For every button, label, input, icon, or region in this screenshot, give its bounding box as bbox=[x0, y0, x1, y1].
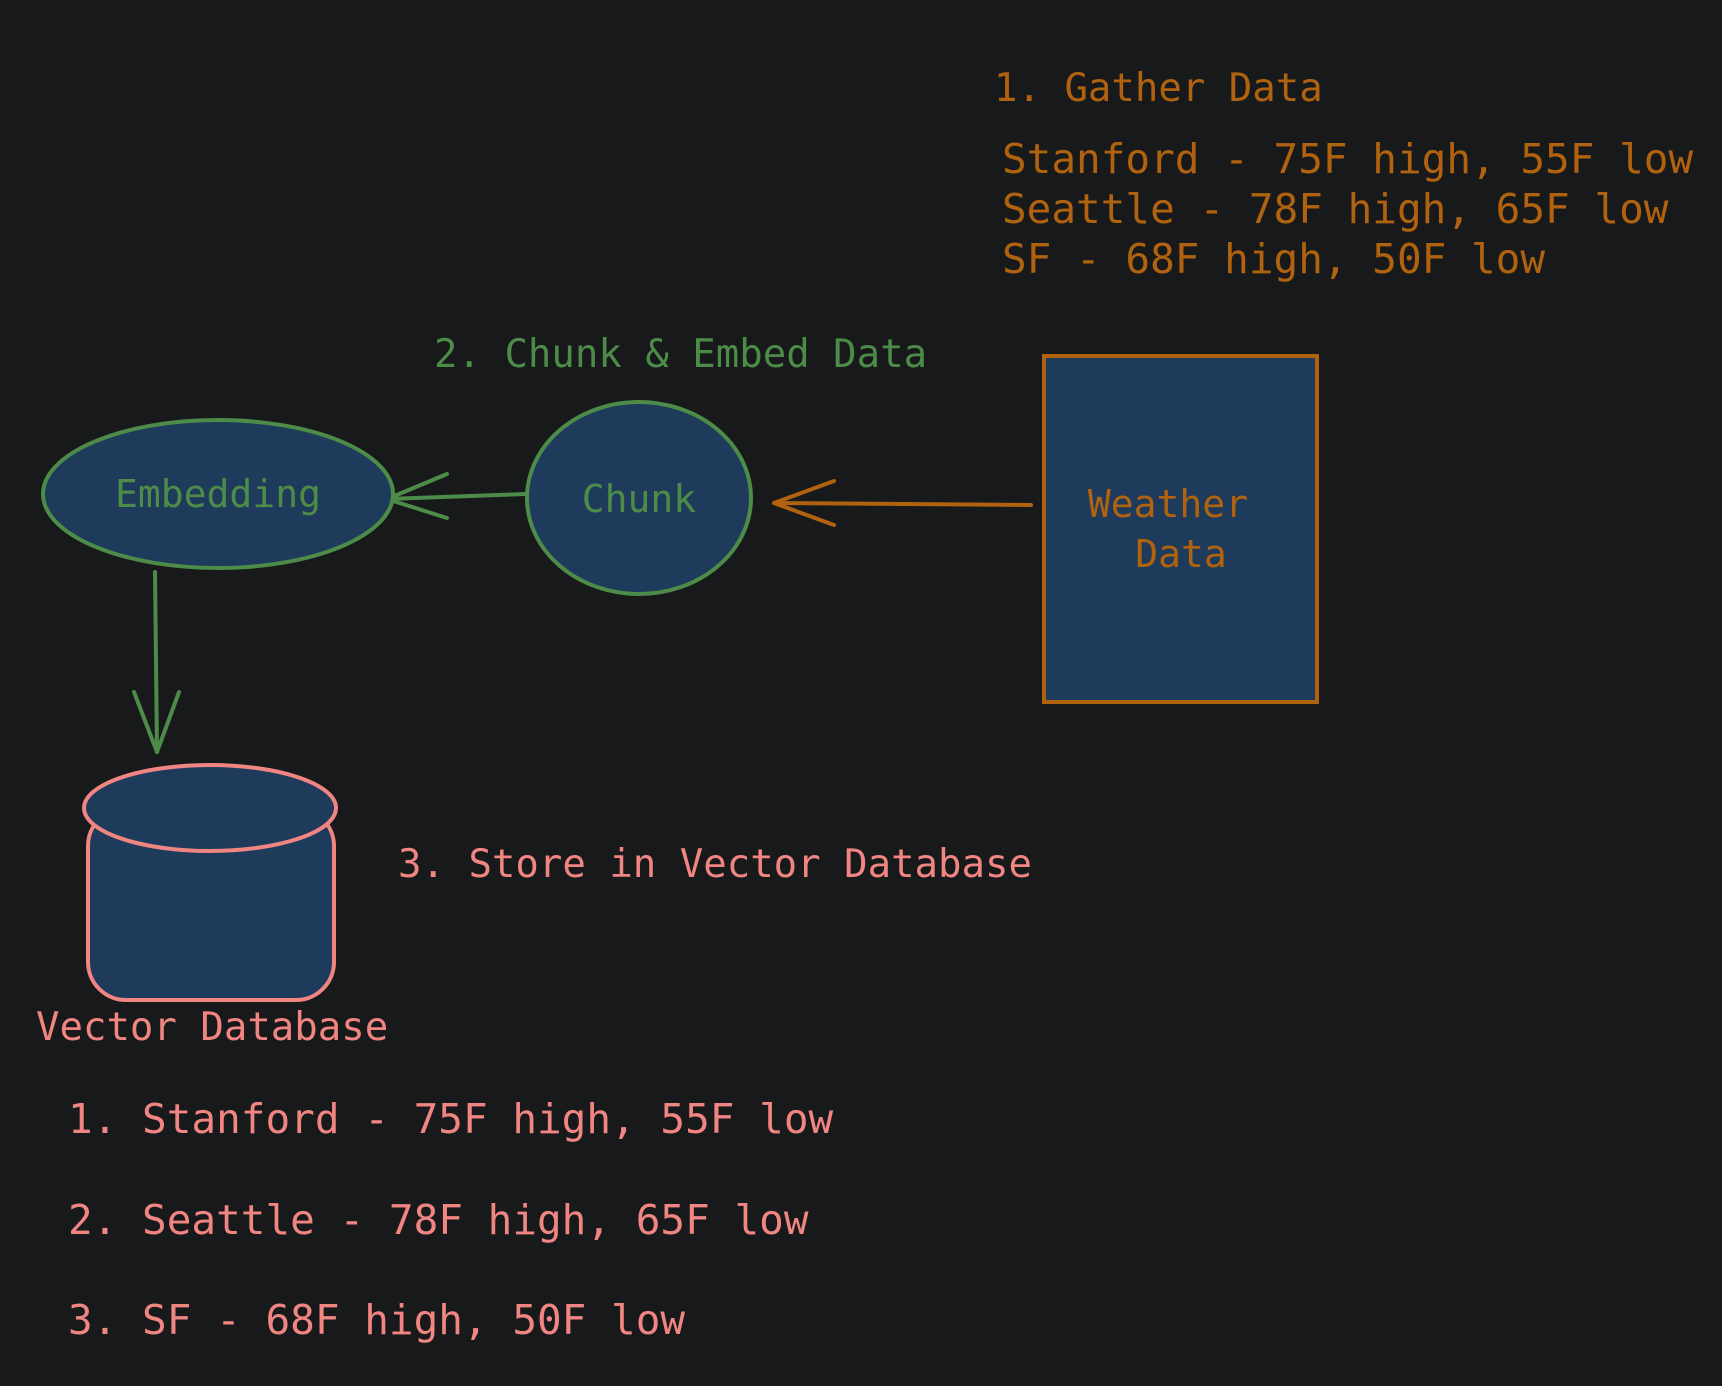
vector-db-entry-2: 2. Seattle - 78F high, 65F low bbox=[68, 1196, 809, 1244]
step1-heading: 1. Gather Data bbox=[994, 66, 1323, 111]
vector-database-top bbox=[82, 763, 338, 853]
weather-data-label-line1: Weather bbox=[1088, 482, 1248, 526]
arrow-weather-to-chunk-head bbox=[772, 479, 836, 527]
chunk-label: Chunk bbox=[582, 477, 697, 521]
arrow-chunk-to-embedding-shaft bbox=[385, 492, 528, 501]
embedding-label: Embedding bbox=[115, 472, 321, 516]
vector-db-entry-1: 1. Stanford - 75F high, 55F low bbox=[68, 1095, 834, 1143]
vector-database-node: Vector Database bbox=[36, 763, 388, 1050]
arrow-chunk-to-embedding bbox=[385, 472, 528, 520]
chunk-node: Chunk bbox=[525, 400, 753, 596]
embedding-node: Embedding bbox=[41, 418, 395, 570]
arrow-embedding-to-vectordb-head bbox=[132, 690, 181, 754]
step2-heading: 2. Chunk & Embed Data bbox=[434, 332, 927, 377]
step1-line-stanford: Stanford - 75F high, 55F low bbox=[1002, 135, 1693, 183]
step1-line-seattle: Seattle - 78F high, 65F low bbox=[1002, 185, 1669, 233]
weather-data-node: Weather Data bbox=[1042, 354, 1319, 704]
step3-heading: 3. Store in Vector Database bbox=[398, 842, 1032, 887]
weather-data-label-line2: Data bbox=[1135, 532, 1227, 576]
embedding-ellipse bbox=[41, 418, 395, 570]
vector-database-label: Vector Database bbox=[36, 1005, 388, 1050]
arrow-embedding-to-vectordb-shaft bbox=[153, 570, 159, 754]
arrow-weather-to-chunk-shaft bbox=[772, 501, 1033, 507]
chunk-ellipse bbox=[525, 400, 753, 596]
vector-db-entry-3: 3. SF - 68F high, 50F low bbox=[68, 1296, 685, 1344]
weather-data-box bbox=[1042, 354, 1319, 704]
arrow-weather-to-chunk bbox=[772, 479, 1033, 527]
arrow-embedding-to-vectordb bbox=[132, 570, 181, 754]
step1-line-sf: SF - 68F high, 50F low bbox=[1002, 235, 1545, 283]
